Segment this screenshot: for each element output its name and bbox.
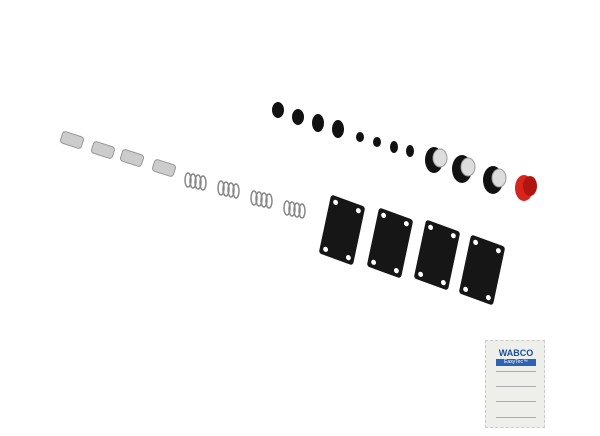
divider [496, 417, 536, 418]
packet-product: EasyTec™ [496, 359, 536, 366]
sleeve [90, 141, 116, 159]
grease-packet: WABCO EasyTec™ [485, 340, 545, 428]
spring [283, 200, 306, 219]
divider [496, 401, 536, 402]
gaskets [319, 195, 505, 305]
divider [496, 371, 536, 372]
sleeve [151, 159, 177, 177]
spring [217, 180, 240, 199]
sleeves [59, 131, 177, 177]
divider [496, 386, 536, 387]
gasket [367, 208, 413, 278]
sleeve [119, 149, 145, 167]
packet-brand: WABCO [498, 348, 534, 358]
springs [184, 172, 306, 219]
red-cap [515, 175, 537, 201]
spring [250, 190, 273, 209]
spring [184, 172, 207, 191]
gasket [459, 235, 505, 305]
valve-seals [425, 147, 507, 194]
gasket [319, 195, 365, 265]
sleeve [59, 131, 85, 149]
gasket [414, 220, 460, 290]
o-rings [272, 102, 414, 157]
